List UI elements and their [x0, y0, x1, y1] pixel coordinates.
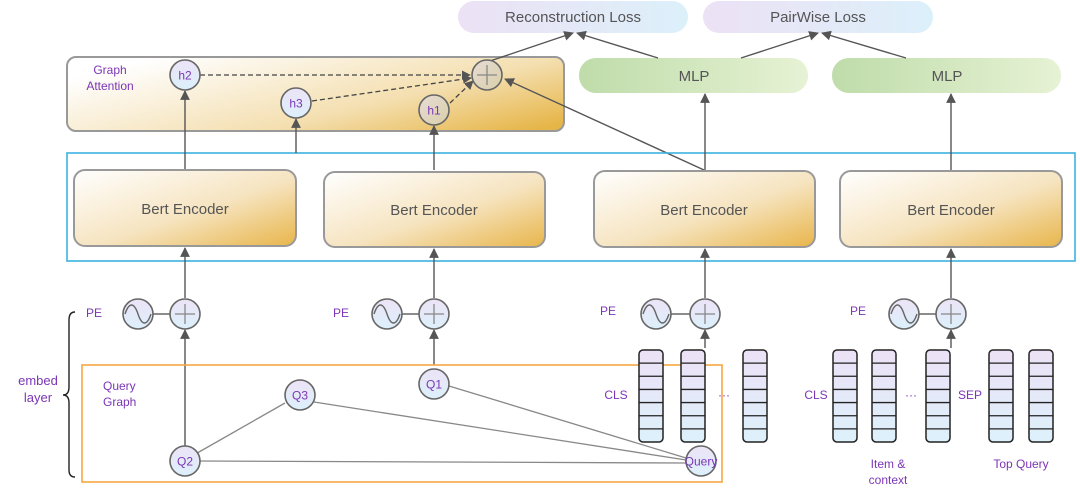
node-h3: h3: [280, 87, 312, 119]
embed-layer-label-1: embed: [18, 373, 58, 388]
graph-edge-q1-query: [448, 385, 687, 459]
adder-plus-icon: [418, 298, 450, 330]
token-column-4: [832, 349, 858, 443]
pe-group-4: PE: [850, 298, 967, 330]
query-graph-label-1: Query: [103, 379, 136, 393]
query-graph-label-2: Graph: [103, 395, 136, 409]
svg-text:Q1: Q1: [426, 378, 442, 392]
svg-text:Bert Encoder: Bert Encoder: [907, 202, 995, 219]
mlp-box-2: MLP: [832, 58, 1061, 93]
pe-label: PE: [333, 306, 349, 320]
pe-group-2: PE: [333, 298, 450, 330]
attn-edge-h1: [449, 80, 474, 104]
graph-edge-q2-query: [199, 460, 687, 464]
adder-plus-icon: [689, 298, 721, 330]
pe-label: PE: [850, 304, 866, 318]
top-query-label: Top Query: [993, 457, 1048, 471]
svg-text:h1: h1: [427, 104, 441, 118]
aggregator-plus-icon: [471, 59, 503, 91]
query-graph-box: [81, 364, 723, 483]
token-column-7: [988, 349, 1014, 443]
svg-text:Bert Encoder: Bert Encoder: [660, 202, 748, 219]
edge-mlp1-to-recon: [576, 30, 659, 59]
svg-text:h2: h2: [178, 69, 192, 83]
bert-encoder-1: Bert Encoder: [73, 169, 297, 247]
adder-plus-icon: [935, 298, 967, 330]
bert-encoder-2: Bert Encoder: [323, 171, 546, 248]
pe-group-1: PE: [86, 298, 201, 330]
pe-label: PE: [600, 304, 616, 318]
mlp-label-1: MLP: [679, 68, 710, 85]
token-column-2: [680, 349, 706, 443]
svg-text:Query: Query: [685, 455, 718, 469]
cls-label-2: CLS: [804, 388, 827, 402]
edge-mlp2-to-pairwise: [821, 30, 907, 59]
node-query: Query: [685, 445, 718, 477]
edge-mlp1-to-pairwise: [740, 31, 819, 59]
mlp-box-1: MLP: [579, 58, 808, 93]
svg-text:Bert Encoder: Bert Encoder: [390, 202, 478, 219]
embed-layer-brace: embed layer: [18, 311, 76, 478]
node-q1: Q1: [418, 368, 450, 400]
adder-plus-icon: [169, 298, 201, 330]
token-column-6: [925, 349, 951, 443]
reconstruction-loss-box: Reconstruction Loss: [458, 1, 688, 33]
sep-label: SEP: [958, 388, 982, 402]
pe-group-3: PE: [600, 298, 721, 330]
pairwise-loss-label: PairWise Loss: [770, 9, 866, 26]
item-context-label-1: Item &: [871, 457, 906, 471]
graph-attention-label-2: Attention: [86, 79, 133, 93]
token-column-3: [742, 349, 768, 443]
mlp-label-2: MLP: [932, 68, 963, 85]
node-h1: h1: [418, 94, 450, 126]
node-q3: Q3: [284, 379, 316, 411]
graph-edge-q2-q3: [191, 402, 286, 457]
edge-enc3-to-agg: [504, 78, 705, 171]
svg-text:h3: h3: [289, 97, 303, 111]
node-q2: Q2: [169, 445, 201, 477]
bert-encoder-3: Bert Encoder: [593, 170, 816, 248]
svg-text:Q2: Q2: [177, 455, 193, 469]
embed-layer-label-2: layer: [24, 390, 53, 405]
svg-text:Bert Encoder: Bert Encoder: [141, 201, 229, 218]
sine-wave-icon: [371, 298, 403, 330]
item-context-label-2: context: [869, 473, 908, 487]
encoder-region: [66, 152, 1076, 262]
sine-wave-icon: [640, 298, 672, 330]
token-column-5: [871, 349, 897, 443]
pe-label: PE: [86, 306, 102, 320]
pairwise-loss-box: PairWise Loss: [703, 1, 933, 33]
sine-wave-icon: [888, 298, 920, 330]
node-h2: h2: [169, 59, 201, 91]
reconstruction-loss-label: Reconstruction Loss: [505, 9, 641, 26]
token-column-1: [638, 349, 664, 443]
graph-edge-q3-query: [313, 401, 687, 461]
attn-edge-h3: [311, 74, 472, 102]
sine-wave-icon: [122, 298, 154, 330]
cls-label-1: CLS: [604, 388, 627, 402]
ellipsis-label-2: ···: [905, 388, 917, 402]
graph-attention-label-1: Graph: [93, 63, 126, 77]
token-column-8: [1028, 349, 1054, 443]
ellipsis-label-1: ···: [718, 388, 730, 402]
edge-agg-to-recon: [489, 31, 574, 62]
svg-text:Q3: Q3: [292, 389, 308, 403]
bert-encoder-4: Bert Encoder: [839, 170, 1063, 248]
